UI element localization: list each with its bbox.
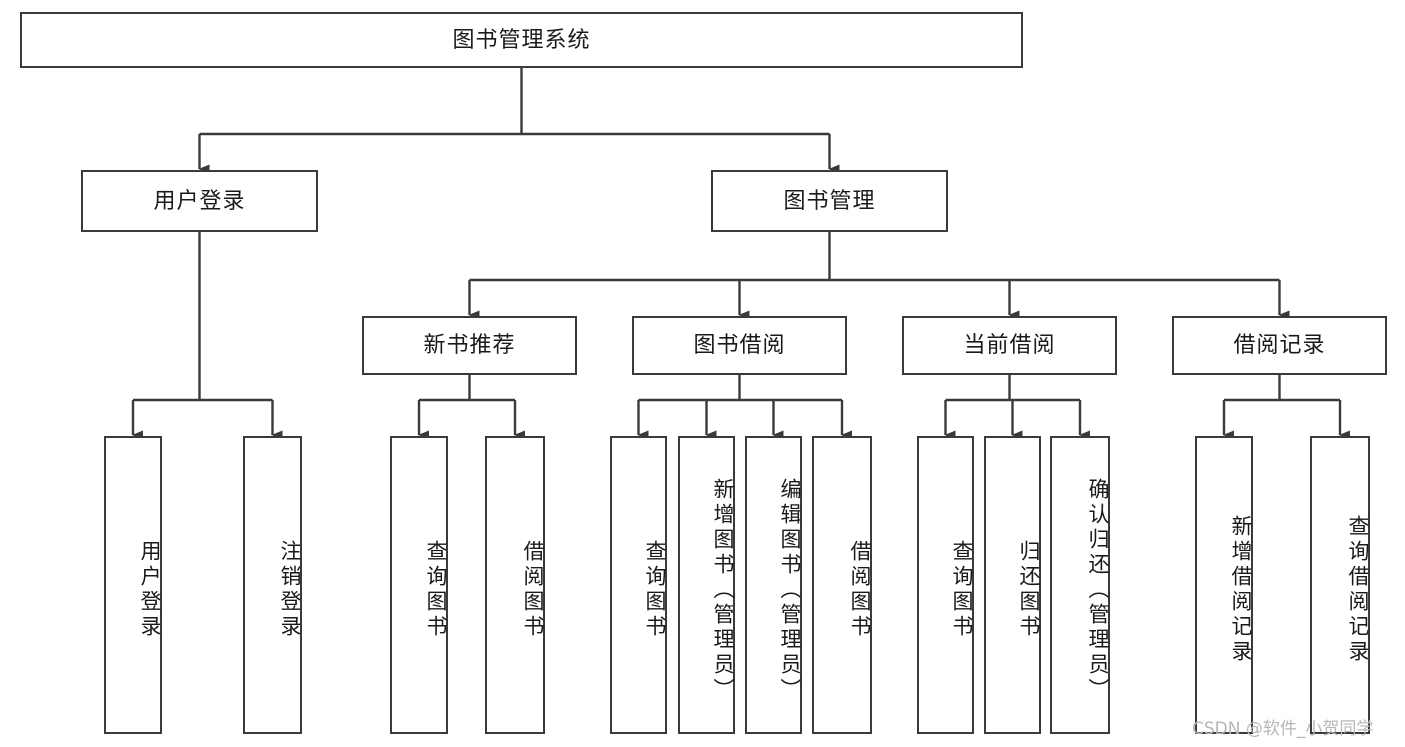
leaf-label: 查询图书 — [643, 540, 666, 640]
leaf-query-borrow-record[interactable]: 查询借阅记录 — [1310, 436, 1370, 734]
node-user-login[interactable]: 用户登录 — [81, 170, 318, 232]
leaf-query-book-recommend[interactable]: 查询图书 — [390, 436, 448, 734]
leaf-label: 新增借阅记录 — [1229, 515, 1252, 665]
leaf-query-book-current[interactable]: 查询图书 — [917, 436, 974, 734]
leaf-label: 借阅图书 — [521, 540, 544, 640]
leaf-add-borrow-record[interactable]: 新增借阅记录 — [1195, 436, 1253, 734]
node-new-book-recommend[interactable]: 新书推荐 — [362, 316, 577, 375]
leaf-query-book-borrow[interactable]: 查询图书 — [610, 436, 667, 734]
node-book-borrow[interactable]: 图书借阅 — [632, 316, 847, 375]
leaf-label: 查询图书 — [950, 540, 973, 640]
leaf-label: 编辑图书（管理员） — [778, 477, 801, 703]
watermark: CSDN @软件_小贺同学 — [1192, 719, 1374, 739]
node-book-management[interactable]: 图书管理 — [711, 170, 948, 232]
leaf-add-book-admin[interactable]: 新增图书（管理员） — [678, 436, 735, 734]
leaf-label: 借阅图书 — [848, 540, 871, 640]
leaf-return-book[interactable]: 归还图书 — [984, 436, 1041, 734]
leaf-label: 查询借阅记录 — [1346, 515, 1369, 665]
node-current-borrow[interactable]: 当前借阅 — [902, 316, 1117, 375]
leaf-label: 新增图书（管理员） — [711, 477, 734, 703]
leaf-label: 查询图书 — [424, 540, 447, 640]
leaf-user-login[interactable]: 用户登录 — [104, 436, 162, 734]
leaf-logout[interactable]: 注销登录 — [243, 436, 302, 734]
leaf-confirm-return-admin[interactable]: 确认归还（管理员） — [1050, 436, 1110, 734]
leaf-borrow-book[interactable]: 借阅图书 — [812, 436, 872, 734]
leaf-label: 确认归还（管理员） — [1086, 477, 1109, 703]
leaf-label: 用户登录 — [138, 540, 161, 640]
node-borrow-record[interactable]: 借阅记录 — [1172, 316, 1387, 375]
node-root[interactable]: 图书管理系统 — [20, 12, 1023, 68]
leaf-label: 注销登录 — [278, 540, 301, 640]
leaf-edit-book-admin[interactable]: 编辑图书（管理员） — [745, 436, 802, 734]
leaf-borrow-book-recommend[interactable]: 借阅图书 — [485, 436, 545, 734]
leaf-label: 归还图书 — [1017, 540, 1040, 640]
